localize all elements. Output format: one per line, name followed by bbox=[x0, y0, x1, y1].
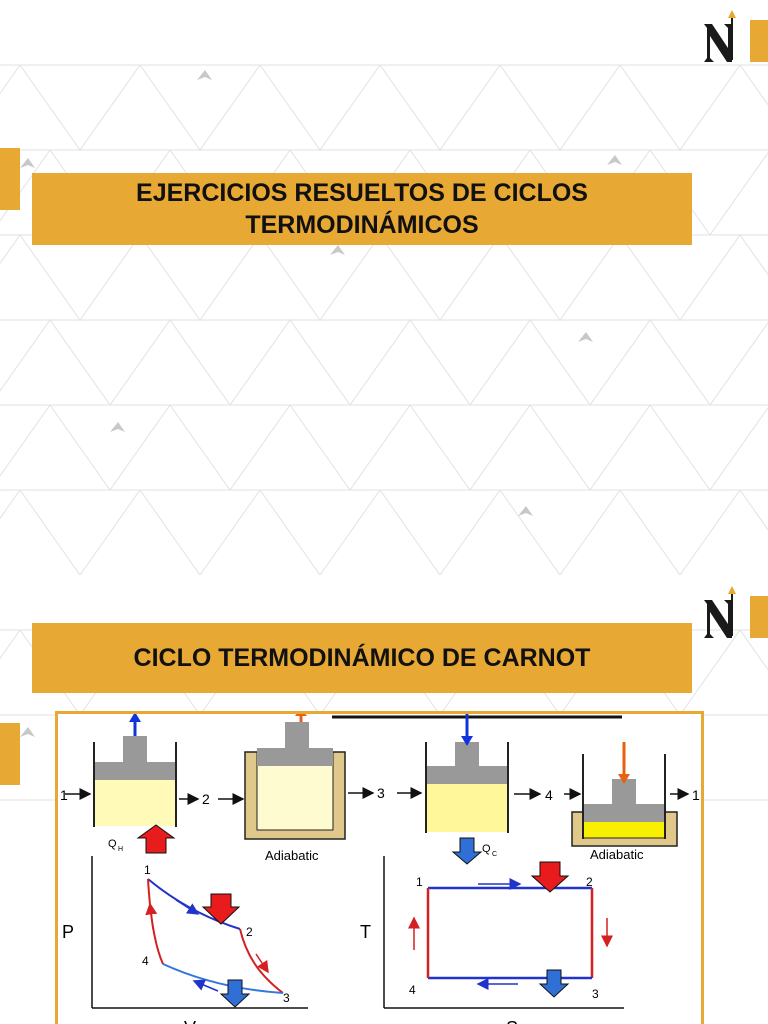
state-label-start: 1 bbox=[60, 787, 68, 803]
heat-in-subscript: H bbox=[118, 846, 123, 853]
adiabatic-label-2: Adiabatic bbox=[590, 847, 644, 862]
heat-out-label: Q bbox=[482, 843, 491, 855]
side-accent-tab bbox=[0, 723, 20, 785]
state-label-3: 3 bbox=[377, 785, 385, 801]
pv-point-4: 4 bbox=[142, 954, 149, 968]
heat-out-subscript: C bbox=[492, 851, 497, 858]
ts-x-axis-label: S bbox=[506, 1018, 518, 1024]
ts-point-2: 2 bbox=[586, 875, 593, 889]
piston-state-3 bbox=[426, 714, 508, 864]
pv-x-axis-label: V bbox=[184, 1018, 196, 1024]
slide-1-title-line-1: EJERCICIOS RESUELTOS DE CICLOS bbox=[32, 177, 692, 209]
slide-2: CICLO TERMODINÁMICO DE CARNOT bbox=[0, 575, 768, 1024]
pv-point-3: 3 bbox=[283, 991, 290, 1005]
state-label-4: 4 bbox=[545, 787, 553, 803]
ts-point-4: 4 bbox=[409, 983, 416, 997]
university-logo bbox=[698, 2, 768, 64]
slide-1: EJERCICIOS RESUELTOS DE CICLOS TERMODINÁ… bbox=[0, 0, 768, 575]
ts-y-axis-label: T bbox=[360, 922, 371, 942]
ts-diagram: T S 1 2 3 4 bbox=[360, 856, 624, 1024]
ts-point-1: 1 bbox=[416, 875, 423, 889]
adiabatic-label-1: Adiabatic bbox=[265, 848, 319, 863]
pv-point-2: 2 bbox=[246, 925, 253, 939]
logo-accent-bar bbox=[750, 20, 768, 62]
ts-point-3: 3 bbox=[592, 987, 599, 1001]
carnot-cycle-figure: 1 Q H 2 Adiabatic 3 bbox=[55, 711, 704, 1024]
piston-state-1 bbox=[94, 714, 176, 853]
background-pattern bbox=[0, 0, 768, 575]
slide-1-title: EJERCICIOS RESUELTOS DE CICLOS TERMODINÁ… bbox=[32, 173, 692, 245]
piston-state-4-adiabatic bbox=[572, 742, 677, 846]
slide-1-title-line-2: TERMODINÁMICOS bbox=[32, 209, 692, 241]
logo-accent-bar bbox=[750, 596, 768, 638]
heat-in-label: Q bbox=[108, 838, 117, 850]
university-logo bbox=[698, 578, 768, 640]
state-label-end: 1 bbox=[692, 787, 700, 803]
slide-2-title: CICLO TERMODINÁMICO DE CARNOT bbox=[32, 623, 692, 693]
side-accent-tab bbox=[0, 148, 20, 210]
pv-diagram: P V 1 2 3 4 bbox=[62, 856, 308, 1024]
pv-y-axis-label: P bbox=[62, 922, 74, 942]
state-label-2: 2 bbox=[202, 791, 210, 807]
pv-point-1: 1 bbox=[144, 863, 151, 877]
carnot-diagram: 1 Q H 2 Adiabatic 3 bbox=[58, 714, 704, 1024]
piston-state-2-adiabatic bbox=[245, 714, 345, 839]
